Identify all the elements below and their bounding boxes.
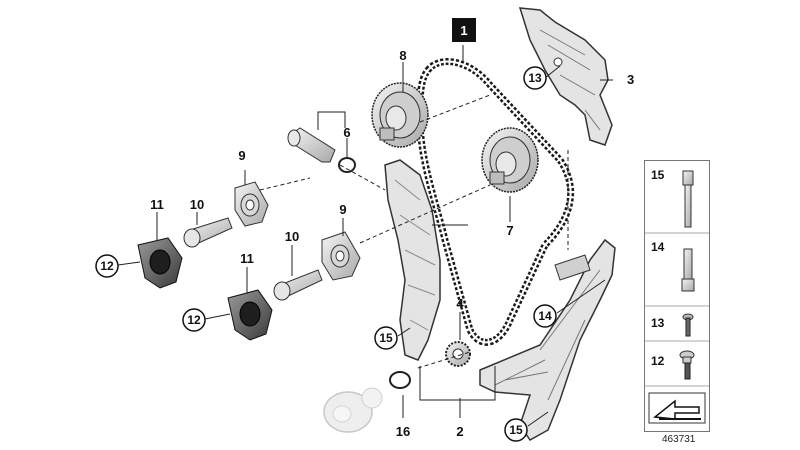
callout-16[interactable]: 16 — [396, 424, 410, 439]
legend-label-14: 14 — [651, 240, 665, 254]
callout-1[interactable]: 1 — [452, 18, 476, 42]
tensioning-rail — [479, 238, 616, 441]
callout-2[interactable]: 2 — [456, 424, 463, 439]
callout-9-lower[interactable]: 9 — [339, 202, 346, 217]
callout-15-right[interactable]: 15 — [504, 418, 528, 442]
callout-12-upper[interactable]: 12 — [95, 254, 119, 278]
callout-9-upper[interactable]: 9 — [238, 148, 245, 163]
o-ring-16 — [389, 371, 411, 389]
solenoid-valve-upper — [137, 237, 183, 289]
bolt-10-lower — [273, 269, 323, 301]
o-ring-6 — [338, 157, 356, 173]
sensor-wheel-upper — [234, 181, 269, 227]
legend-label-12: 12 — [651, 354, 665, 368]
reference-number: 463731 — [662, 434, 696, 445]
legend-pin-long-icon — [682, 170, 694, 228]
leader-lines — [117, 45, 613, 427]
callout-11-upper[interactable]: 11 — [150, 197, 164, 212]
callout-4[interactable]: 4 — [456, 296, 464, 311]
dashed-axis-lines — [259, 94, 569, 369]
svg-text:15: 15 — [509, 423, 523, 437]
timing-chain — [416, 58, 575, 346]
legend-label-13: 13 — [651, 316, 665, 330]
callout-14[interactable]: 14 — [533, 304, 557, 328]
vibration-damper — [323, 387, 383, 433]
solenoid-valve-lower — [227, 289, 273, 341]
svg-text:14: 14 — [538, 309, 552, 323]
svg-text:13: 13 — [528, 71, 542, 85]
callout-10-lower[interactable]: 10 — [285, 229, 299, 244]
legend-arrow-icon — [648, 392, 706, 424]
legend-bolt-icon — [679, 350, 695, 380]
svg-text:1: 1 — [460, 23, 467, 38]
callout-12-lower[interactable]: 12 — [182, 308, 206, 332]
legend-canvas: 15 14 13 12 — [645, 168, 709, 424]
callout-15-left[interactable]: 15 — [374, 326, 398, 350]
bolt-10-upper — [183, 217, 233, 248]
legend-screw-icon — [682, 313, 694, 337]
sensor-wheel-lower — [321, 231, 361, 281]
svg-text:15: 15 — [379, 331, 393, 345]
legend-label-15: 15 — [651, 168, 665, 182]
central-bolt — [287, 127, 336, 163]
callout-11-lower[interactable]: 11 — [240, 251, 254, 266]
callout-3[interactable]: 3 — [627, 72, 634, 87]
crankshaft-sprocket — [445, 341, 471, 367]
svg-text:12: 12 — [187, 313, 201, 327]
left-slide-rail — [384, 159, 441, 361]
callout-13[interactable]: 13 — [523, 66, 547, 90]
upper-chain-guide — [518, 7, 613, 146]
callout-7[interactable]: 7 — [506, 223, 513, 238]
callout-10-upper[interactable]: 10 — [190, 197, 204, 212]
callout-8[interactable]: 8 — [399, 48, 406, 63]
svg-text:12: 12 — [100, 259, 114, 273]
legend-pin-short-icon — [681, 248, 695, 292]
camshaft-sprocket-upper — [371, 82, 429, 148]
camshaft-sprocket-lower — [481, 127, 539, 193]
callout-6[interactable]: 6 — [343, 125, 350, 140]
legend-panel: 15 14 13 12 — [644, 160, 710, 432]
